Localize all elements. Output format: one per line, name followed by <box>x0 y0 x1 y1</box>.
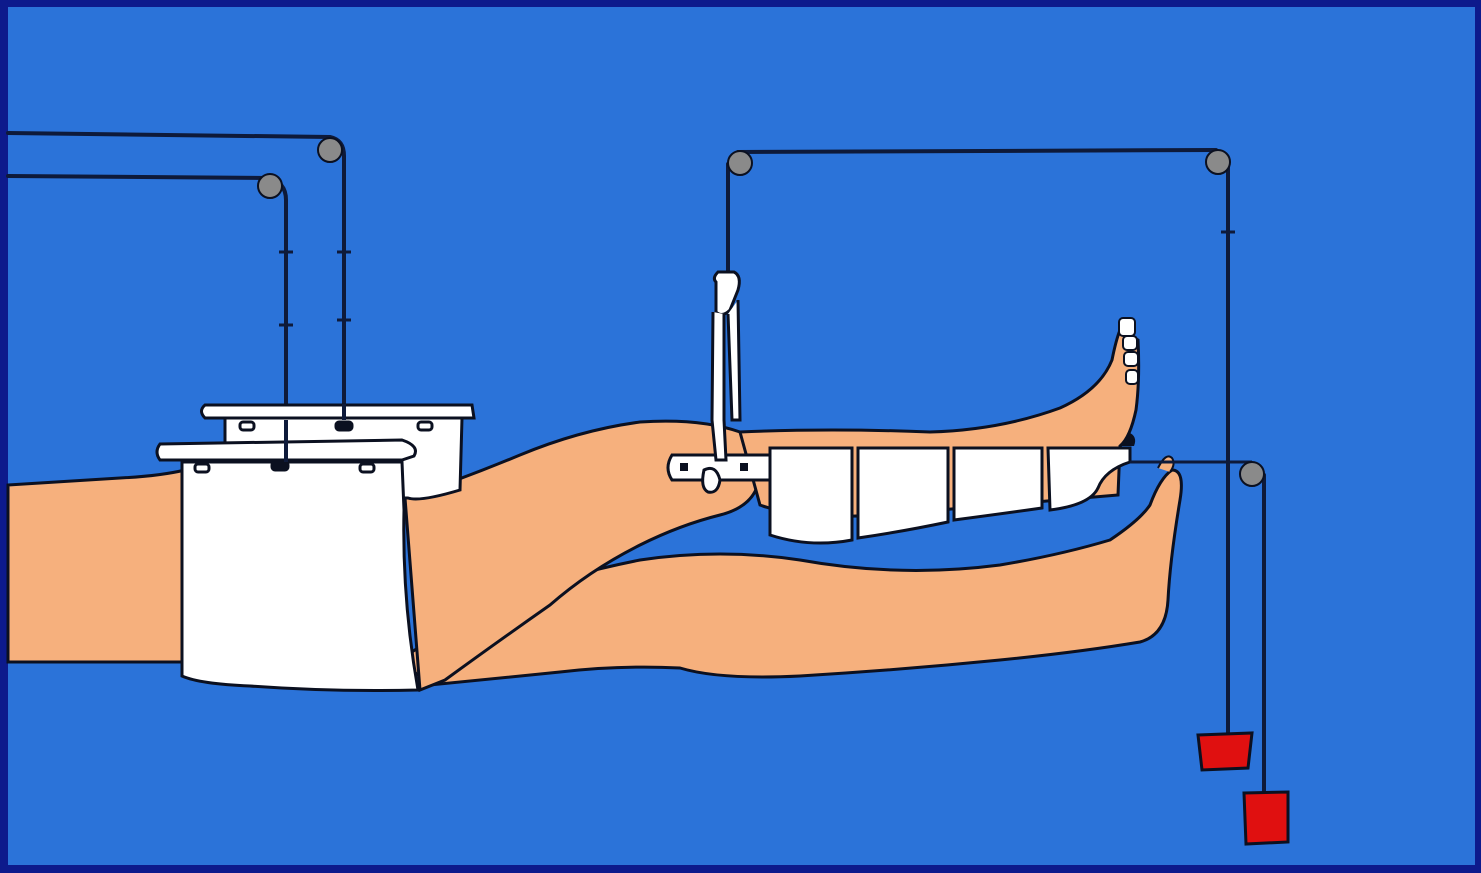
weight-icon <box>1198 733 1252 770</box>
weight-icon <box>1244 792 1288 844</box>
sling-rivet <box>195 464 209 472</box>
cast-segment <box>954 448 1042 520</box>
torso <box>8 470 185 662</box>
pulley-icon <box>728 151 752 175</box>
sling-body <box>182 462 418 691</box>
pulley-icon <box>318 138 342 162</box>
sling-rivet <box>360 464 374 472</box>
sling-rivet <box>336 422 352 430</box>
cast-segment <box>858 448 948 538</box>
top-horizontal-cord <box>738 150 1216 152</box>
cast-segment <box>770 448 852 543</box>
pulley-icon <box>1240 462 1264 486</box>
sling-bar <box>202 405 475 418</box>
sling-rivet <box>240 422 254 430</box>
spreader-hole <box>680 463 688 471</box>
pulley-icon <box>1206 150 1230 174</box>
spreader-hole <box>740 463 748 471</box>
lower-thigh-sling <box>157 440 418 691</box>
pulley-icon <box>258 174 282 198</box>
sling-rivet <box>272 462 288 470</box>
sling-rivet <box>418 422 432 430</box>
